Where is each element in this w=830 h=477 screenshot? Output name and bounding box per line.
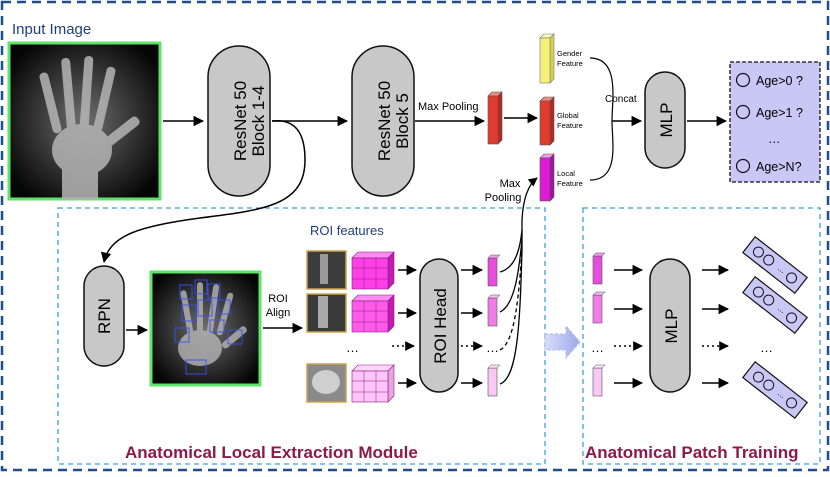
- roi-head-node: ROI Head: [419, 258, 459, 393]
- global-label-2: Feature: [557, 121, 583, 130]
- roi-row-1: [306, 250, 418, 290]
- roi-grid-3: [351, 364, 395, 403]
- max-pooling-top-label: Max Pooling: [418, 101, 479, 113]
- patch-output-3: …: [741, 360, 809, 420]
- gender-label-1: Gender: [557, 49, 583, 58]
- mlp-patch: MLP: [649, 258, 691, 393]
- gender-feature-vector: [539, 33, 555, 84]
- pool-line-2: [499, 239, 523, 313]
- roi-row-3: [306, 363, 418, 403]
- output-age-n: Age>N?: [756, 160, 802, 174]
- roi-grid-1: [351, 251, 395, 290]
- age-outputs-box: Age>0 ? Age>1 ? … Age>N?: [729, 61, 821, 183]
- pooled-global-feature: [487, 91, 503, 145]
- pool-line-3: [499, 177, 538, 385]
- roi-vector-3: [487, 364, 501, 397]
- roi-align-label-1: ROI: [268, 293, 288, 305]
- module-left-title: Anatomical Local Extraction Module: [125, 443, 418, 462]
- roi-row-2: [306, 293, 418, 333]
- local-feature-vector: [539, 153, 555, 202]
- block2-line2: Block 5: [393, 93, 412, 149]
- mlp-top: MLP: [644, 71, 686, 169]
- local-label-1: Local: [557, 169, 575, 178]
- roi-align-label-2: Align: [266, 307, 290, 319]
- block1-line2: Block 1-4: [249, 86, 268, 157]
- patch-training-module-border: [582, 207, 821, 465]
- svg-text:…: …: [776, 304, 788, 316]
- svg-text:…: …: [776, 389, 788, 401]
- gender-label-2: Feature: [557, 59, 583, 68]
- roi-vector-2: [487, 294, 501, 327]
- roi-row-ellipsis: …: [346, 340, 359, 355]
- output-age-0: Age>0 ?: [756, 74, 803, 88]
- patch-vector-3: [592, 364, 606, 397]
- global-feature-vector: [539, 96, 555, 146]
- block1-line1: ResNet 50: [231, 81, 250, 161]
- concat-label: Concat: [605, 94, 637, 105]
- rpn-label: RPN: [95, 298, 114, 334]
- rpn-node: RPN: [83, 265, 125, 367]
- arrow-block1-to-rpn: [100, 120, 306, 264]
- local-label-2: Feature: [557, 179, 583, 188]
- roi-grid-2: [351, 294, 395, 333]
- svg-text:…: …: [776, 264, 788, 276]
- patch-vector-ellipsis: …: [591, 340, 604, 355]
- patch-output-1: …: [741, 235, 809, 295]
- roi-xray-image: [149, 270, 262, 387]
- output-ellipsis: …: [768, 132, 781, 146]
- patch-output-ellipsis: …: [760, 340, 773, 355]
- roi-vector-ellipsis: …: [486, 340, 499, 355]
- patch-vector-2: [592, 291, 606, 324]
- roi-features-label: ROI features: [310, 223, 384, 238]
- roi-head-label: ROI Head: [431, 288, 450, 364]
- mlp-patch-label: MLP: [662, 309, 681, 344]
- resnet-block-5: ResNet 50 Block 5: [351, 45, 415, 197]
- module-right-title: Anatomical Patch Training: [585, 443, 799, 462]
- mlp-top-label: MLP: [657, 103, 676, 138]
- concat-brace: [589, 57, 614, 181]
- transfer-arrow: [544, 324, 581, 360]
- max-pooling-bottom-2: Pooling: [485, 192, 522, 204]
- patch-vector-1: [592, 252, 606, 285]
- global-label-1: Global: [557, 111, 579, 120]
- local-extraction-module-border: [57, 207, 546, 465]
- roi-vector-1: [487, 254, 501, 287]
- output-age-1: Age>1 ?: [756, 106, 803, 120]
- block2-line1: ResNet 50: [375, 81, 394, 161]
- input-xray-image: [7, 41, 162, 201]
- resnet-block-1-4: ResNet 50 Block 1-4: [207, 45, 271, 197]
- max-pooling-bottom-1: Max: [500, 178, 521, 190]
- input-image-label: Input Image: [12, 21, 91, 38]
- patch-output-2: …: [741, 275, 809, 335]
